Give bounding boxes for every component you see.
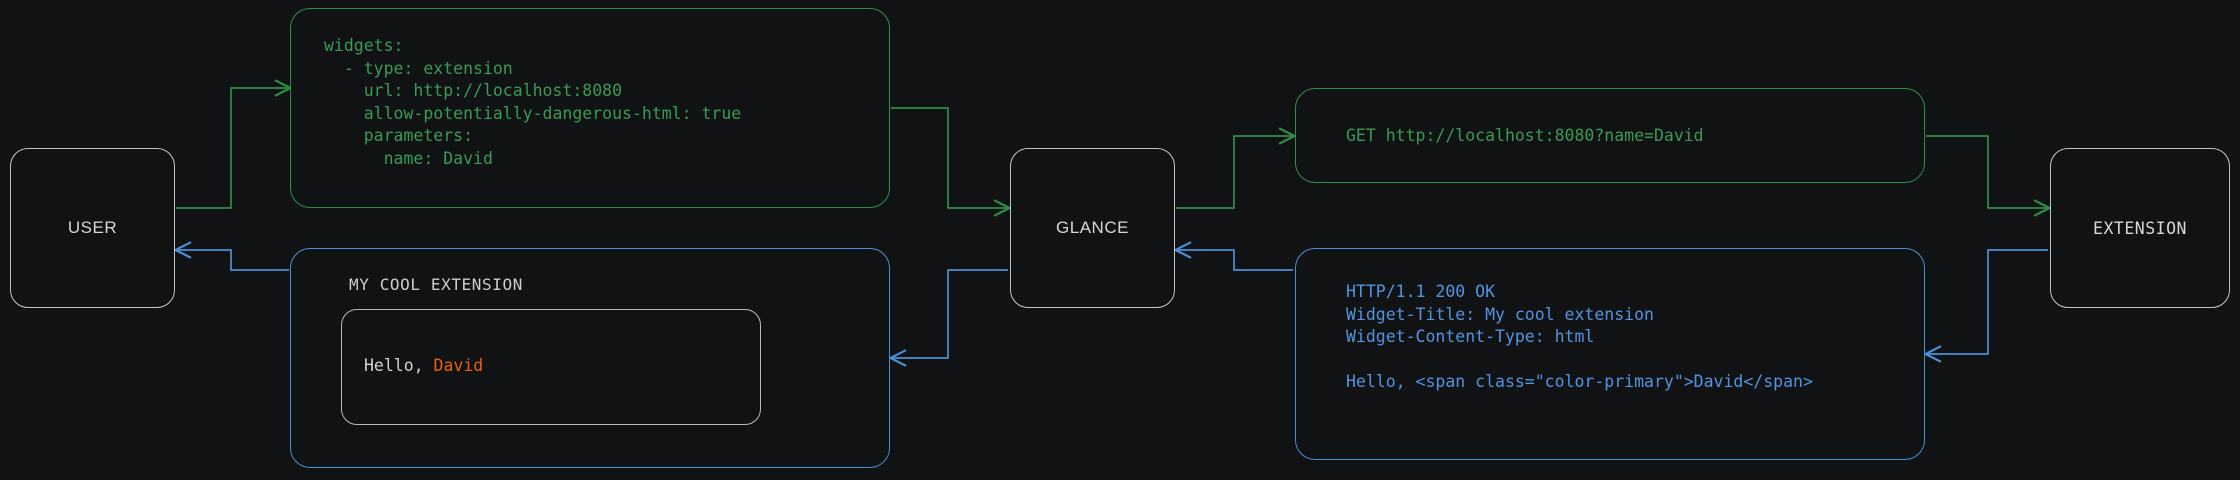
yaml-config-text: widgets: - type: extension url: http://l… xyxy=(324,36,742,168)
widget-greeting: Hello, David xyxy=(364,356,483,375)
yaml-config-panel: widgets: - type: extension url: http://l… xyxy=(290,8,890,208)
http-request-text: GET http://localhost:8080?name=David xyxy=(1346,126,1704,145)
connector-extension-to-response xyxy=(1927,249,2048,354)
http-response-panel: HTTP/1.1 200 OK Widget-Title: My cool ex… xyxy=(1295,248,1925,460)
node-extension[interactable]: EXTENSION xyxy=(2050,148,2230,308)
connector-request-to-extension xyxy=(1926,135,2048,208)
connector-widget-to-user xyxy=(177,250,289,271)
widget-greeting-name: David xyxy=(433,356,484,375)
http-response-text: HTTP/1.1 200 OK Widget-Title: My cool ex… xyxy=(1346,282,1813,391)
node-user[interactable]: USER xyxy=(10,148,175,308)
node-user-label: USER xyxy=(67,218,118,237)
connector-config-to-glance xyxy=(891,107,1008,208)
widget-preview-title: MY COOL EXTENSION xyxy=(349,275,523,294)
node-extension-label: EXTENSION xyxy=(2093,218,2187,238)
widget-greeting-prefix: Hello, xyxy=(364,356,434,375)
connector-glance-to-request xyxy=(1176,136,1293,209)
node-glance[interactable]: GLANCE xyxy=(1010,148,1175,308)
node-glance-label: GLANCE xyxy=(1056,218,1129,237)
connector-glance-to-widget xyxy=(892,269,1008,358)
http-request-panel: GET http://localhost:8080?name=David xyxy=(1295,88,1925,183)
connector-response-to-glance xyxy=(1177,250,1293,271)
widget-preview-card: Hello, David xyxy=(341,309,761,425)
widget-preview-panel: MY COOL EXTENSION Hello, David xyxy=(290,248,890,468)
connector-user-to-config xyxy=(176,88,289,209)
